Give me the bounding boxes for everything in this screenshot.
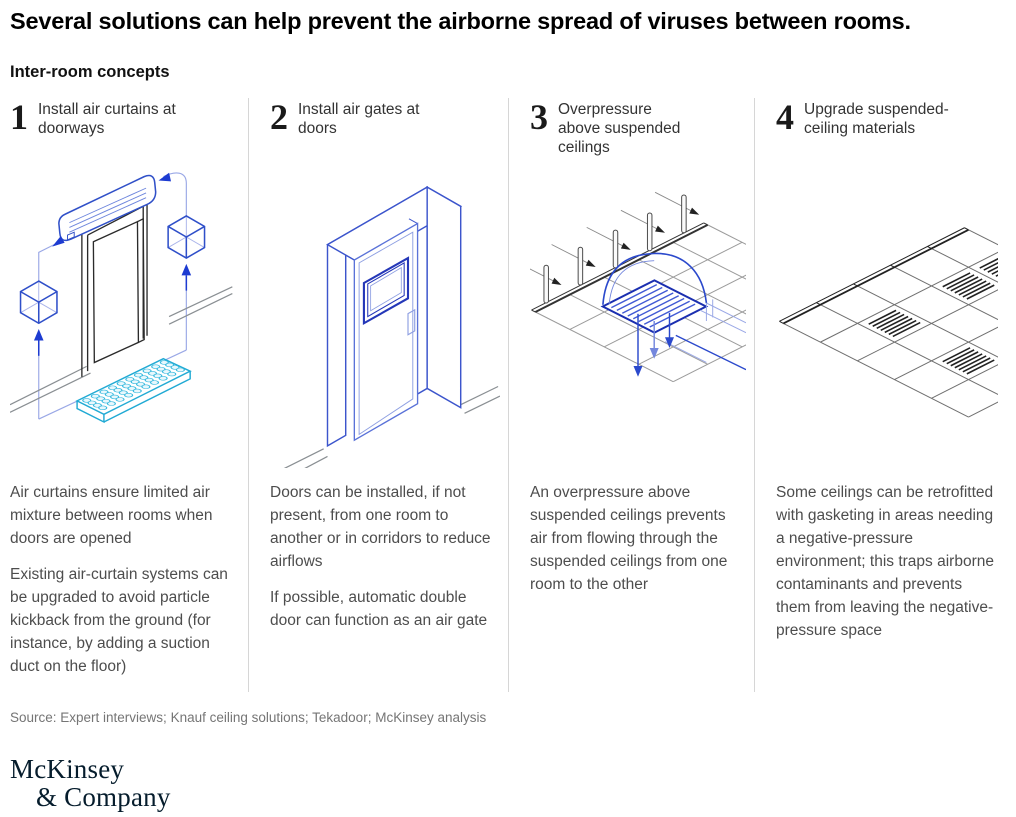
description-paragraph: Air curtains ensure limited air mixture …	[10, 484, 213, 547]
description-paragraph: Existing air-curtain systems can be upgr…	[10, 565, 228, 675]
hanger-posts	[530, 191, 700, 304]
concept-description: An overpressure above suspended ceilings…	[530, 482, 746, 597]
source-note: Source: Expert interviews; Knauf ceiling…	[10, 709, 487, 725]
description-paragraph: If possible, automatic double door can f…	[270, 588, 488, 629]
mckinsey-logo: McKinsey & Company	[10, 753, 1008, 812]
concept-number: 4	[776, 97, 794, 137]
concept-column-3: 3 Overpressure above suspended ceilings	[508, 98, 754, 692]
concept-column-1: 1 Install air curtains at doorways	[10, 98, 248, 692]
ceiling-materials-illustration	[776, 168, 998, 468]
concept-description: Some ceilings can be retrofitted with ga…	[776, 482, 998, 643]
section-label: Inter-room concepts	[10, 63, 170, 81]
air-gate-door-illustration	[270, 168, 500, 468]
concept-columns: 1 Install air curtains at doorways	[10, 98, 1008, 692]
concept-heading: Install air gates at doors	[298, 101, 420, 138]
description-paragraph: Doors can be installed, if not present, …	[270, 484, 491, 570]
concept-heading: Install air curtains at doorways	[38, 101, 176, 138]
description-paragraph: An overpressure above suspended ceilings…	[530, 484, 728, 593]
overpressure-ceiling-illustration	[530, 168, 746, 468]
concept-column-2: 2 Install air gates at doors	[248, 98, 508, 692]
concept-heading: Overpressure above suspended ceilings	[558, 101, 681, 157]
concept-header: 3 Overpressure above suspended ceilings	[530, 98, 746, 166]
concept-header: 1 Install air curtains at doorways	[10, 98, 240, 166]
description-paragraph: Some ceilings can be retrofitted with ga…	[776, 484, 994, 639]
footer: Source: Expert interviews; Knauf ceiling…	[10, 710, 1008, 812]
concept-header: 2 Install air gates at doors	[270, 98, 500, 166]
concept-heading: Upgrade suspended-ceiling materials	[804, 101, 949, 138]
concept-description: Air curtains ensure limited air mixture …	[10, 482, 240, 679]
air-curtain-illustration	[10, 168, 240, 468]
concept-description: Doors can be installed, if not present, …	[270, 482, 500, 633]
logo-line-1: McKinsey	[10, 753, 125, 784]
logo-line-2: & Company	[36, 781, 171, 812]
concept-number: 2	[270, 97, 288, 137]
concept-number: 1	[10, 97, 28, 137]
concept-number: 3	[530, 97, 548, 137]
page-title: Several solutions can help prevent the a…	[10, 8, 911, 34]
concept-column-4: 4 Upgrade suspended-ceiling materials	[754, 98, 1006, 692]
concept-header: 4 Upgrade suspended-ceiling materials	[776, 98, 998, 166]
